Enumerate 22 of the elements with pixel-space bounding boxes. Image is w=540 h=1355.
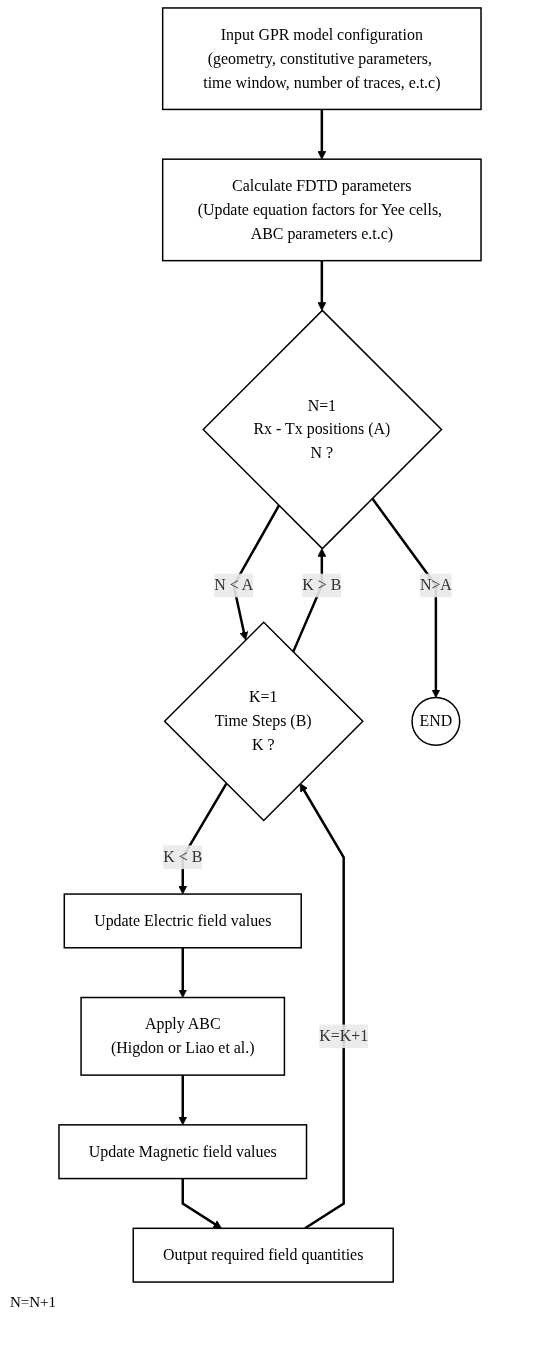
edge-label: N < A [214, 576, 254, 594]
node-box: Update Electric field values [63, 893, 302, 949]
arrow [178, 1075, 188, 1126]
note-text: N=N+1 [10, 1294, 58, 1311]
node-circle: END [411, 696, 461, 746]
node-box: Update Magnetic field values [58, 1124, 308, 1180]
node-diamond: K=1 Time Steps (B) K ? [163, 621, 364, 822]
node-diamond: N=1 Rx - Tx positions (A) N ? [202, 309, 443, 550]
node-box: Apply ABC (Higdon or Liao et al.) [80, 996, 286, 1076]
edge-label: N>A [419, 576, 452, 594]
arrow [181, 1178, 222, 1229]
edge-label: K < B [163, 848, 203, 866]
arrow [317, 109, 327, 160]
node-box: Calculate FDTD parameters (Update equation factors for Yee cells, ABC parameters e.t.c) [161, 158, 482, 262]
arrow [371, 497, 441, 698]
arrow [178, 947, 188, 998]
node-box: Input GPR model configuration (geometry, constitutive parameters, time window, number of traces, e.t.c) [161, 7, 482, 111]
edge-label: K=K+1 [319, 1027, 369, 1045]
edge-label: K > B [302, 576, 342, 594]
node-box: Output required field quantities [132, 1227, 394, 1283]
arrow [317, 260, 327, 311]
arrow [299, 783, 345, 1230]
